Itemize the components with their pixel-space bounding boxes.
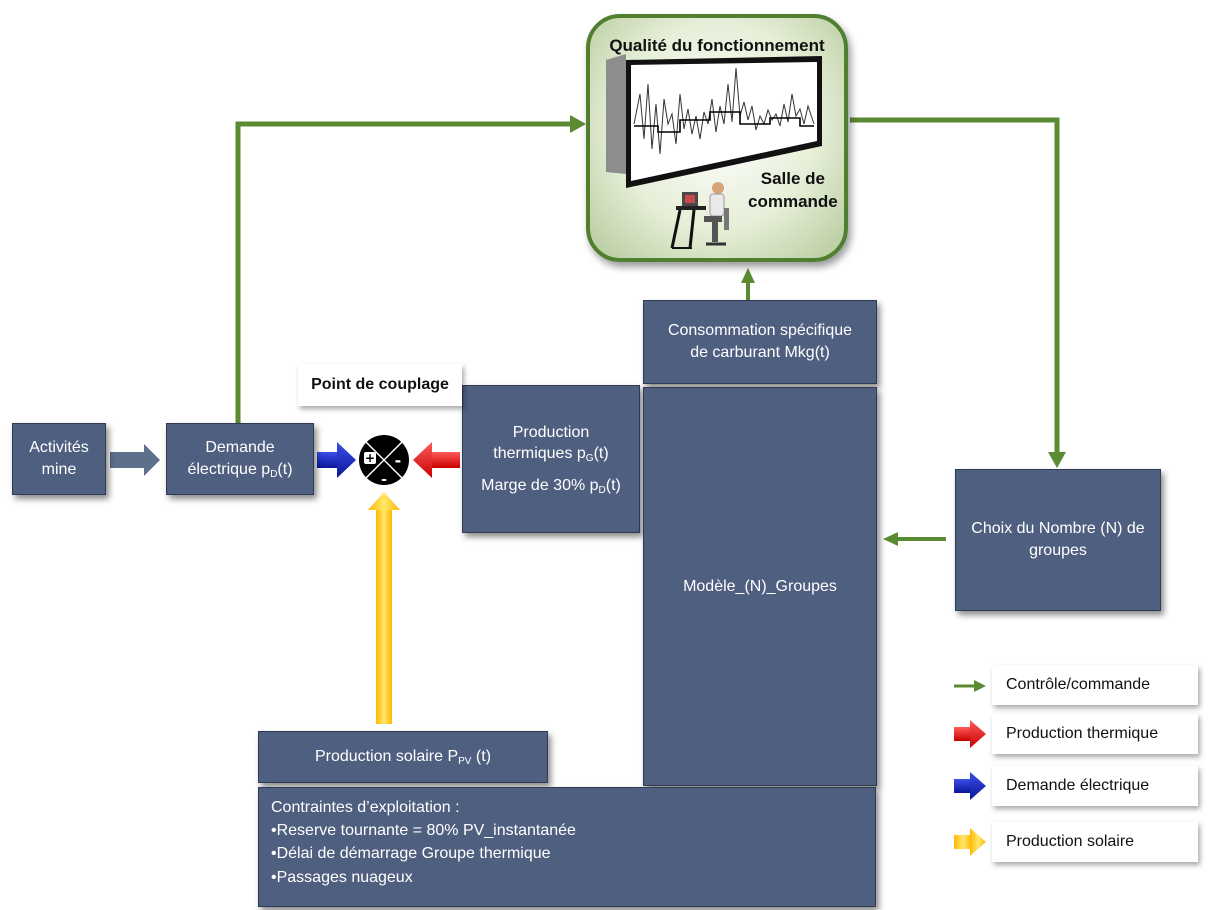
demand-arrow [317, 442, 356, 478]
modele-groupes-box: Modèle_(N)_Groupes [643, 387, 877, 786]
production-line2-text: thermiques p [493, 445, 586, 463]
legend-arrow-demand [954, 772, 986, 800]
contraintes-box: Contraintes d’exploitation : •Reserve to… [258, 787, 876, 907]
room-subtitle: Salle de commande [748, 168, 838, 214]
legend-item-thermal: Production thermique [992, 714, 1198, 754]
contraintes-item: •Délai de démarrage Groupe thermique [271, 845, 551, 863]
svg-text:-: - [381, 472, 387, 488]
room-subtitle-line1: Salle de [760, 169, 825, 188]
marge-text: Marge de 30% p [481, 476, 599, 494]
consommation-box: Consommation spécifique de carburant Mkg… [643, 300, 877, 384]
legend-arrow-thermal [954, 720, 986, 748]
solar-arrow [368, 492, 400, 724]
demande-line2-text: électrique p [187, 461, 271, 478]
marge-subscript: D [598, 484, 606, 496]
marge-tail: (t) [605, 476, 621, 494]
demande-line2: électrique pD(t) [187, 459, 292, 481]
legend-item-solar: Production solaire [992, 822, 1198, 862]
choix-line1: Choix du Nombre (N) de [971, 520, 1145, 538]
consommation-line1: Consommation spécifique [667, 322, 853, 340]
production-thermique-box: Production thermiques pG(t) Marge de 30%… [462, 385, 640, 533]
thermal-arrow [413, 442, 460, 478]
solaire-text: Production solaire P [314, 748, 459, 766]
contraintes-title: Contraintes d’exploitation : [271, 799, 460, 816]
modele-label: Modèle_(N)_Groupes [683, 577, 837, 595]
contraintes-item: •Reserve tournante = 80% PV_instantanée [271, 822, 576, 840]
control-arrow-consommation-to-room [741, 268, 755, 300]
demande-tail: (t) [277, 461, 293, 478]
room-title: Qualité du fonctionnement [609, 36, 825, 55]
choix-line2: groupes [1029, 542, 1087, 559]
legend-item-demand: Demande électrique [992, 766, 1198, 806]
production-solaire-box: Production solaire PPV (t) [258, 731, 548, 783]
legend-item-control: Contrôle/commande [992, 665, 1198, 705]
production-line2: thermiques pG(t) [493, 443, 608, 465]
sum-junction-icon: + - - [359, 435, 409, 488]
solaire-subscript: PV [458, 756, 472, 768]
room-subtitle-line2: commande [748, 191, 838, 211]
control-arrow-choix-to-modele [883, 532, 946, 546]
solaire-line: Production solaire PPV (t) [315, 746, 491, 768]
point-de-couplage-label: Point de couplage [298, 364, 462, 406]
production-subscript: G [585, 453, 594, 465]
legend-arrow-solar [954, 828, 986, 856]
monitor-chart-icon [606, 54, 822, 188]
demande-line1: Demande [205, 439, 275, 457]
operator-workstation-icon [670, 182, 729, 249]
arrow-activites-to-demande [110, 444, 160, 476]
activites-line1: Activités [29, 439, 89, 457]
contraintes-item: •Passages nuageux [271, 868, 413, 886]
control-line-room-to-choix [850, 117, 1066, 468]
demande-electrique-box: Demande électrique pD(t) [166, 423, 314, 495]
legend-arrow-control [954, 680, 986, 692]
demande-subscript: D [270, 469, 278, 480]
control-line-demande-to-room [235, 115, 586, 424]
production-tail: (t) [593, 445, 609, 463]
choix-nombre-box: Choix du Nombre (N) de groupes [955, 469, 1161, 611]
solaire-tail: (t) [471, 748, 492, 766]
activites-line2: mine [41, 461, 77, 478]
svg-text:+: + [365, 451, 375, 465]
activites-mine-box: Activités mine [12, 423, 106, 495]
production-line1: Production [512, 423, 590, 441]
svg-text:-: - [395, 451, 402, 470]
consommation-line2: de carburant Mkg(t) [690, 344, 830, 361]
marge-line: Marge de 30% pD(t) [481, 475, 621, 497]
